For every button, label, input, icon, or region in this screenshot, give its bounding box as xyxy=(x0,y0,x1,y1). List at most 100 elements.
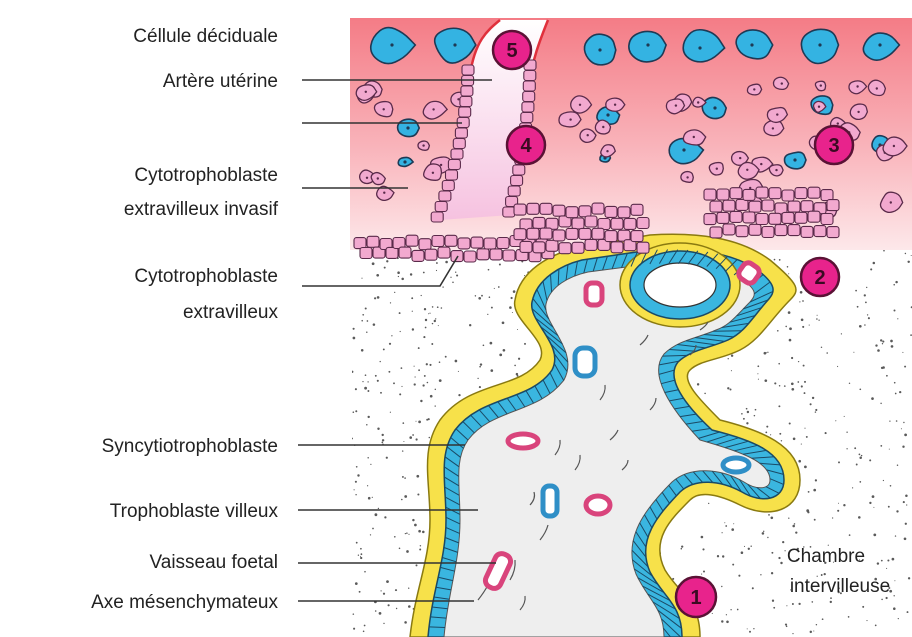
speckle xyxy=(806,436,808,438)
extravillous-cell xyxy=(762,227,774,238)
speckle xyxy=(749,631,751,633)
speckle xyxy=(357,474,359,476)
trophoblast-cell-border xyxy=(429,627,445,628)
speckle xyxy=(785,624,787,626)
speckle xyxy=(744,546,745,547)
speckle xyxy=(441,307,443,309)
extravillous-cell xyxy=(827,227,839,238)
fetal-vessel xyxy=(543,486,557,516)
extravillous-cell xyxy=(782,212,794,223)
extravillous-cell xyxy=(520,241,532,252)
extravillous-cell xyxy=(795,212,807,223)
extravillous-cell xyxy=(419,239,431,250)
speckle xyxy=(487,314,488,315)
speckle xyxy=(514,365,516,367)
speckle xyxy=(438,325,439,326)
speckle xyxy=(509,306,512,309)
endovascular-cell xyxy=(442,181,454,191)
extravillous-cell xyxy=(808,187,820,198)
speckle xyxy=(794,523,796,525)
speckle xyxy=(752,587,754,589)
extravillous-cell xyxy=(605,231,617,242)
extravillous-cell xyxy=(717,212,729,223)
speckle xyxy=(420,545,421,546)
speckle xyxy=(353,337,356,340)
speckle xyxy=(792,525,795,528)
invasive-cytotrophoblast xyxy=(709,163,723,176)
speckle xyxy=(774,259,776,261)
extravillous-cell xyxy=(497,238,509,249)
speckle xyxy=(832,517,833,518)
extravillous-cell xyxy=(399,247,411,258)
endovascular-cell xyxy=(453,139,465,149)
marker-5: 5 xyxy=(493,31,531,69)
speckle xyxy=(424,308,426,310)
speckle xyxy=(422,384,424,386)
speckle xyxy=(765,431,767,433)
speckle xyxy=(853,352,854,353)
speckle xyxy=(896,510,898,512)
speckle xyxy=(760,574,761,575)
svg-text:2: 2 xyxy=(814,267,825,289)
speckle xyxy=(439,379,442,382)
speckle xyxy=(867,314,868,315)
speckle xyxy=(364,571,366,573)
speckle xyxy=(894,382,896,384)
speckle xyxy=(902,352,903,353)
extravillous-cell xyxy=(788,225,800,236)
speckle xyxy=(903,501,905,503)
fetal-vessel xyxy=(723,458,749,472)
speckle xyxy=(701,574,702,575)
speckle xyxy=(779,433,781,435)
speckle xyxy=(390,302,391,303)
speckle xyxy=(498,286,500,288)
extravillous-cell xyxy=(527,203,539,214)
extravillous-cell xyxy=(736,226,748,237)
speckle xyxy=(726,614,727,615)
extravillous-cell xyxy=(360,248,372,259)
endovascular-cell xyxy=(508,186,520,196)
speckle xyxy=(857,306,859,308)
speckle xyxy=(881,560,883,562)
speckle xyxy=(380,392,382,394)
endovascular-cell xyxy=(524,71,536,81)
speckle xyxy=(354,489,355,490)
speckle xyxy=(697,383,699,385)
speckle xyxy=(399,393,401,395)
speckle xyxy=(401,367,403,369)
decidual-cell xyxy=(784,152,806,169)
extravillous-cell xyxy=(585,216,597,227)
speckle xyxy=(873,534,876,537)
speckle xyxy=(757,365,759,367)
speckle xyxy=(377,427,379,429)
speckle xyxy=(436,262,438,264)
extravillous-cell xyxy=(458,238,470,249)
speckle xyxy=(825,432,827,434)
speckle xyxy=(420,400,422,402)
extravillous-cell xyxy=(756,187,768,198)
speckle xyxy=(894,580,895,581)
speckle xyxy=(367,320,369,322)
speckle xyxy=(365,374,367,376)
speckle xyxy=(418,369,420,371)
endovascular-cell xyxy=(459,107,471,117)
extravillous-cell xyxy=(788,201,800,212)
speckle xyxy=(432,323,433,324)
speckle xyxy=(386,580,389,583)
extravillous-cell xyxy=(710,201,722,212)
speckle xyxy=(384,516,386,518)
speckle xyxy=(412,328,414,330)
svg-text:1: 1 xyxy=(690,587,701,609)
speckle xyxy=(771,552,773,554)
speckle xyxy=(439,361,441,363)
extravillous-cell xyxy=(553,230,565,241)
speckle xyxy=(871,397,874,400)
speckle xyxy=(394,536,396,538)
speckle xyxy=(778,405,780,407)
trophoblast-cell-border xyxy=(713,331,742,332)
extravillous-cell xyxy=(471,237,483,248)
speckle xyxy=(406,532,408,534)
label-villous: Trophoblaste villeux xyxy=(110,501,279,522)
speckle xyxy=(791,382,794,385)
speckle xyxy=(779,259,781,261)
